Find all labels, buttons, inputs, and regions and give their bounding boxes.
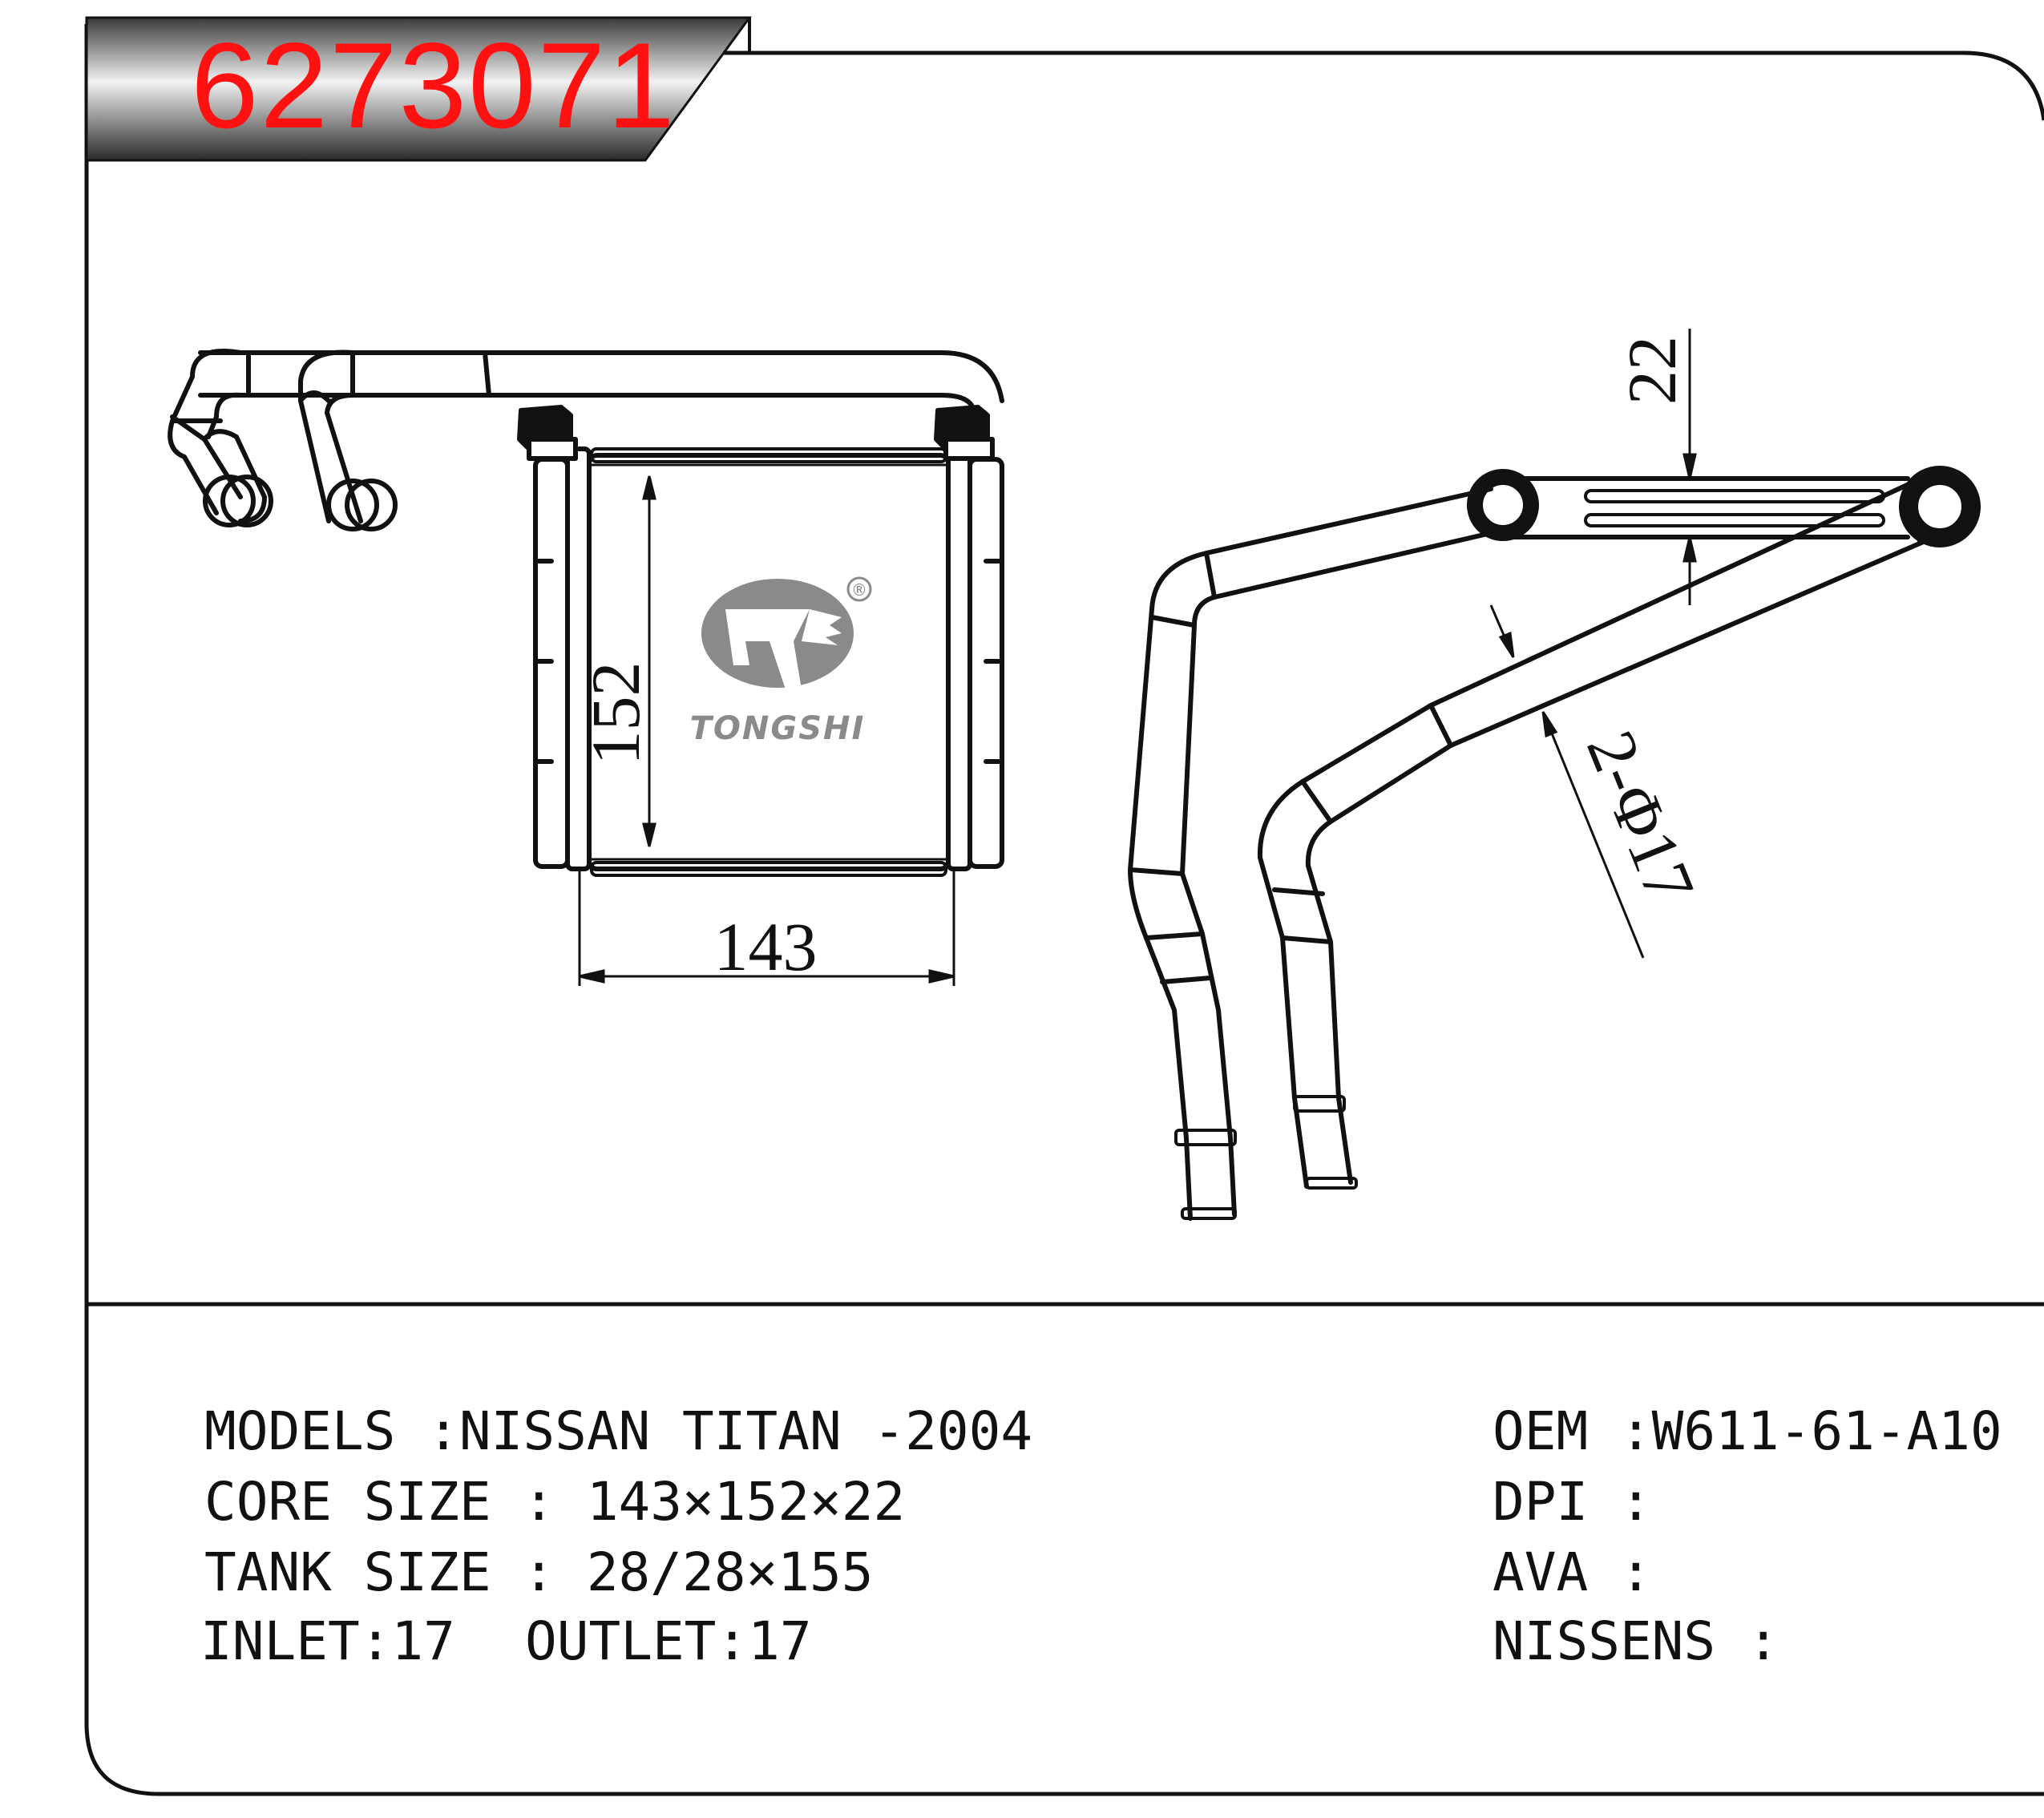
spec-outlet: OUTLET:17 bbox=[525, 1610, 812, 1672]
title-tab bbox=[85, 16, 752, 162]
spec-dpi: DPI : bbox=[1493, 1471, 1652, 1533]
spec-models: MODELS :NISSAN TITAN -2004 bbox=[204, 1400, 1033, 1462]
tongshi-logo: ® TONGSHI bbox=[690, 576, 872, 747]
spec-tank-size: TANK SIZE : 28/28×155 bbox=[204, 1541, 874, 1603]
dim-thickness-label: 22 bbox=[1614, 336, 1691, 405]
spec-core-size: CORE SIZE : 143×152×22 bbox=[204, 1471, 906, 1533]
spec-ava: AVA : bbox=[1493, 1541, 1652, 1603]
spec-nissens: NISSENS : bbox=[1493, 1610, 1779, 1672]
dimension-lines-side bbox=[1489, 329, 1697, 959]
sheet-frame bbox=[84, 24, 2044, 1796]
heater-core-front-view bbox=[168, 349, 1004, 877]
dim-pipe-label: 2-Φ17 bbox=[1572, 721, 1710, 913]
spec-inlet: INLET:17 bbox=[200, 1610, 455, 1672]
part-number: 6273071 bbox=[191, 18, 677, 154]
spec-oem: OEM :W611-61-A10 bbox=[1493, 1400, 2002, 1462]
registered-mark: ® bbox=[851, 580, 867, 600]
heater-core-side-view bbox=[1128, 466, 1981, 1221]
dim-width-label: 143 bbox=[714, 908, 818, 985]
brand-name: TONGSHI bbox=[690, 710, 866, 747]
dim-height-label: 152 bbox=[577, 662, 654, 766]
dimension-lines-front bbox=[578, 475, 955, 986]
